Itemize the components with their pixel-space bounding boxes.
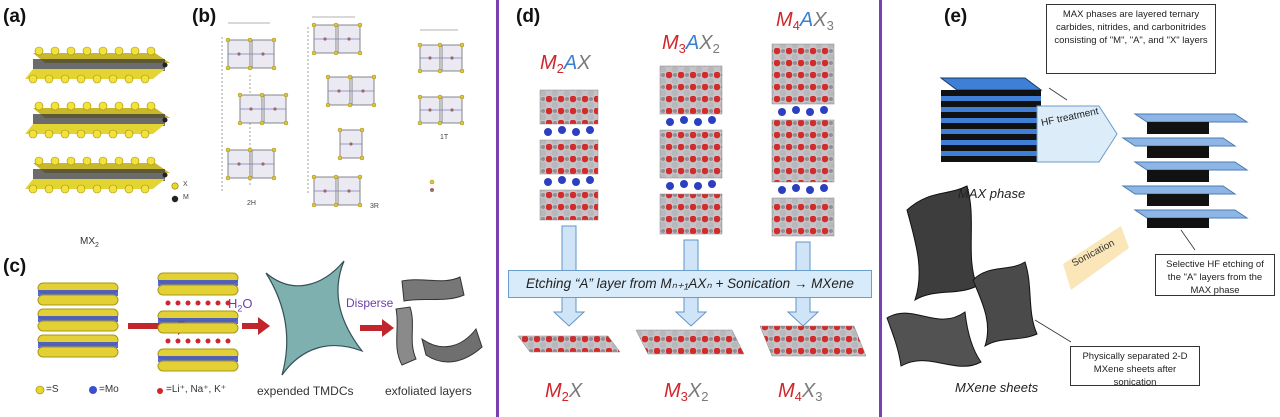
panel-a-caption: MX2 xyxy=(80,236,99,249)
exfoliated-layers-caption: exfoliated layers xyxy=(385,384,472,398)
legend-s-dot-icon xyxy=(35,385,45,395)
mxene-sheet-2 xyxy=(972,261,1038,348)
panel-divider-right xyxy=(879,0,882,417)
m3ax2-sub1: 3 xyxy=(678,41,686,56)
max-phase-description-callout: MAX phases are layered ternary carbides,… xyxy=(1046,4,1216,74)
water-label: H2O xyxy=(228,296,253,314)
mxene-slab-m4x3 xyxy=(759,325,867,357)
sonication-wedge xyxy=(1063,226,1129,290)
expanded-tmdc-sheet-illustration xyxy=(265,260,364,376)
water-o: O xyxy=(242,296,253,311)
m2x-sub: 2 xyxy=(561,389,569,404)
legend-mo-label: =Mo xyxy=(99,384,119,395)
mx2-layer-structure-illustration xyxy=(25,46,170,194)
m4ax3-sub1: 4 xyxy=(792,18,800,33)
m4x3-sub2: 3 xyxy=(815,389,823,404)
m4ax3-sub2: 3 xyxy=(826,18,834,33)
m4x3-sub1: 4 xyxy=(794,389,802,404)
m3x2-m: M xyxy=(664,380,681,402)
m3ax2-x: X xyxy=(699,32,713,54)
m2x-formula: M2X xyxy=(545,380,582,404)
intercalated-tmdc-illustration xyxy=(157,272,239,372)
panel-d-label: (d) xyxy=(516,6,541,27)
legend-ions-dot-icon xyxy=(157,388,163,394)
polytype-2h-label: 2H xyxy=(247,200,256,207)
m2ax-crystal xyxy=(539,89,599,221)
mx2-layer-3 xyxy=(25,156,170,194)
hf-treatment-arrow xyxy=(1036,105,1118,163)
m4ax3-x: X xyxy=(813,9,827,31)
m4x3-formula: M4X3 xyxy=(778,380,822,404)
m3ax2-crystal xyxy=(659,65,723,235)
mxene-sheet-3 xyxy=(886,311,982,367)
m2ax-a: A xyxy=(563,52,578,74)
max-phase-structures-illustration xyxy=(517,43,867,357)
legend-mo-dot-icon xyxy=(89,386,97,394)
max-phase-stack-illustration xyxy=(939,77,1043,162)
mxene-sheets-label: MXene sheets xyxy=(955,380,1039,395)
m4x3-m: M xyxy=(778,380,795,402)
mxene-slab-m2x xyxy=(517,335,621,353)
m3x2-x: X xyxy=(687,380,702,402)
m4ax3-formula: M4AX3 xyxy=(776,9,834,33)
m2ax-m: M xyxy=(540,52,557,74)
mxene-slab-m3x2 xyxy=(635,329,745,355)
mx2-layer-1 xyxy=(25,46,170,84)
m3ax2-a: A xyxy=(685,32,700,54)
m4ax3-a: A xyxy=(799,9,814,31)
m2ax-x: X xyxy=(577,52,591,74)
legend-s-label: =S xyxy=(46,384,59,395)
water-h: H xyxy=(228,296,238,311)
tmdc-exfoliation-process-illustration xyxy=(37,260,483,376)
legend-m-label: M xyxy=(183,194,189,201)
stacked-tmdc-illustration xyxy=(37,282,119,358)
polytype-3r-label: 3R xyxy=(370,203,379,210)
max-to-mxene-process-illustration xyxy=(886,77,1249,367)
panel-e-label: (e) xyxy=(944,6,968,27)
max-phase-label: MAX phase xyxy=(958,186,1026,201)
water-sub: 2 xyxy=(237,303,243,314)
expanded-tmdcs-caption: expended TMDCs xyxy=(257,384,354,398)
m3x2-sub1: 3 xyxy=(680,389,688,404)
legend-ions-label: =Li⁺, Na⁺, K⁺ xyxy=(166,384,227,395)
polytype-crystal-structures-illustration xyxy=(221,16,465,208)
panel-c-label: (c) xyxy=(3,256,27,277)
m3ax2-sub2: 2 xyxy=(712,41,720,56)
m2ax-sub: 2 xyxy=(556,61,564,76)
m4ax3-crystal xyxy=(771,43,835,237)
legend-m-dot-icon xyxy=(171,195,179,203)
m2ax-formula: M2AX xyxy=(540,52,591,76)
m4ax3-m: M xyxy=(776,9,793,31)
legend-x-dot-icon xyxy=(171,182,179,190)
etching-banner: Etching “A” layer from Mₙ₊₁AXₙ + Sonicat… xyxy=(508,270,872,298)
etched-max-stack-illustration xyxy=(1121,113,1249,228)
m3ax2-m: M xyxy=(662,32,679,54)
separated-sheets-callout: Physically separated 2-D MXene sheets af… xyxy=(1070,346,1200,388)
panel-divider-left xyxy=(496,0,499,417)
exfoliated-layers-illustration xyxy=(395,276,483,366)
disperse-label: Disperse xyxy=(346,296,394,310)
mx2-caption-text: MX xyxy=(80,236,95,247)
m2x-m: M xyxy=(545,380,562,402)
selective-etching-callout: Selective HF etching of the "A" layers f… xyxy=(1155,254,1275,296)
panel-b-label: (b) xyxy=(192,6,217,27)
legend-x-label: X xyxy=(183,181,188,188)
panel-a-label: (a) xyxy=(3,6,27,27)
mx2-caption-sub: 2 xyxy=(95,242,99,249)
polytype-1t-label: 1T xyxy=(440,134,449,141)
m3x2-sub2: 2 xyxy=(701,389,709,404)
m3ax2-formula: M3AX2 xyxy=(662,32,720,56)
m4x3-x: X xyxy=(801,380,816,402)
m3x2-formula: M3X2 xyxy=(664,380,708,404)
m2x-x: X xyxy=(568,380,583,402)
mx2-layer-2 xyxy=(25,101,170,139)
mxene-sheet-1 xyxy=(906,185,978,302)
